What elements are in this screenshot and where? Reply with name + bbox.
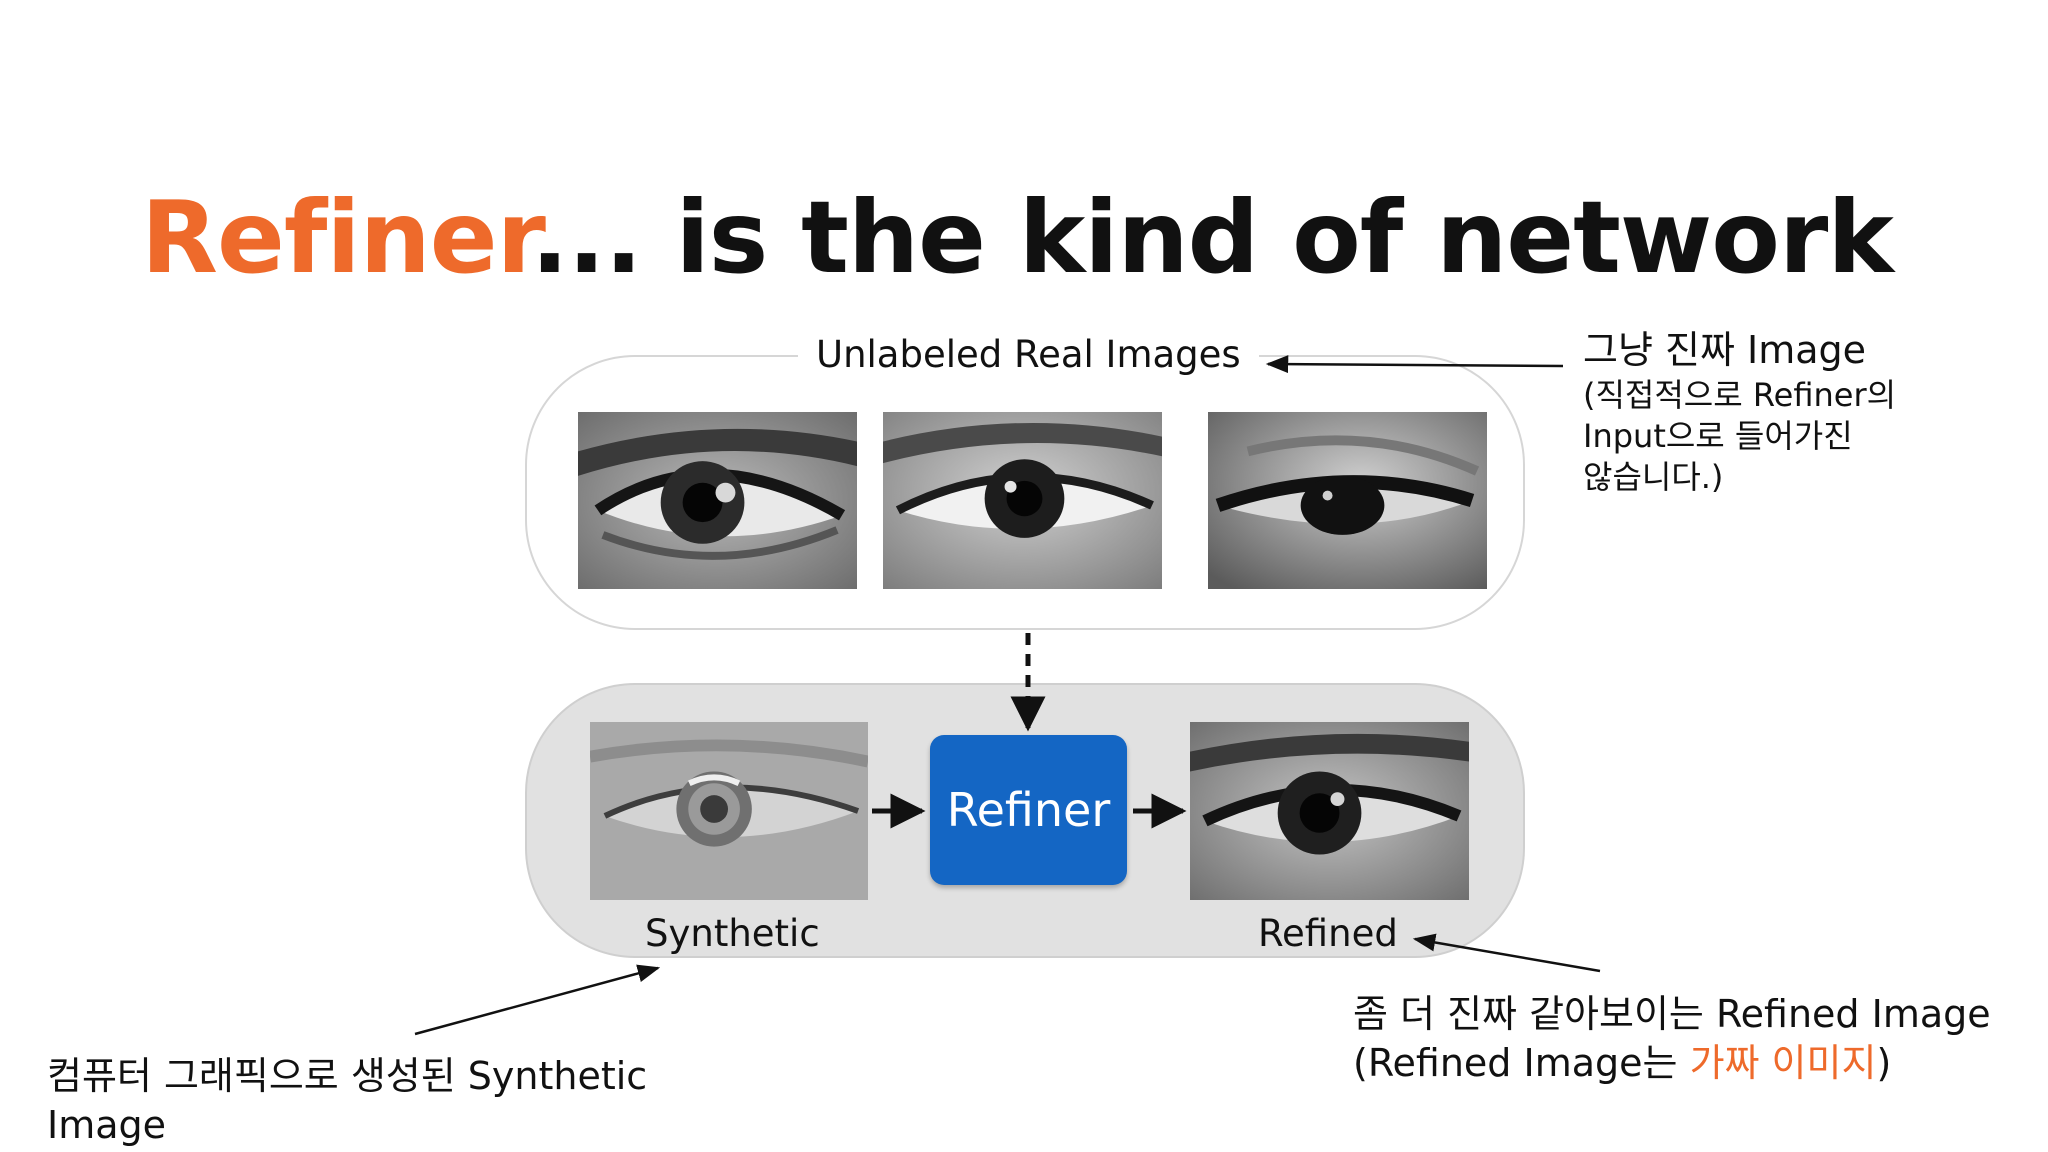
note-synthetic-line-1: 컴퓨터 그래픽으로 생성된 Synthetic — [47, 1054, 648, 1098]
note-refined-line-2: (Refined Image는 가짜 이미지) — [1353, 1039, 1991, 1088]
synthetic-label: Synthetic — [645, 912, 820, 955]
note-real-images: 그냥 진짜 Image (직접적으로 Refiner의 Input으로 들어가진… — [1583, 326, 1896, 497]
synthetic-eye-image — [590, 722, 868, 900]
note-refined-accent: 가짜 이미지 — [1689, 1040, 1877, 1085]
note-real-line-3: Input으로 들어가진 — [1583, 416, 1853, 455]
eye-photo-graphic — [578, 412, 857, 589]
note-synthetic-image: 컴퓨터 그래픽으로 생성된 Synthetic Image — [47, 1052, 647, 1149]
title-rest: ... is the kind of network — [530, 179, 1894, 296]
note-synthetic-pointer-arrow — [414, 964, 661, 1036]
title-accent: Refiner — [141, 179, 532, 296]
eye-photo-graphic — [1190, 722, 1469, 900]
note-synthetic-line-2: Image — [47, 1102, 167, 1147]
real-eye-image-2 — [883, 412, 1162, 589]
eye-photo-graphic — [1208, 412, 1487, 589]
real-eye-image-1 — [578, 412, 857, 589]
refined-label: Refined — [1258, 912, 1398, 955]
slide-title: Refiner... is the kind of network — [141, 178, 1894, 298]
refined-eye-image — [1190, 722, 1469, 900]
note-refined-line-1: 좀 더 진짜 같아보이는 Refined Image — [1353, 992, 1991, 1036]
real-eye-image-3 — [1208, 412, 1487, 589]
note-real-line-2: (직접적으로 Refiner의 — [1583, 375, 1897, 414]
refiner-block: Refiner — [930, 735, 1127, 885]
note-real-line-1: 그냥 진짜 Image — [1583, 328, 1867, 372]
real-images-label: Unlabeled Real Images — [798, 336, 1259, 373]
note-refined-prefix: (Refined Image는 — [1353, 1040, 1690, 1085]
eye-photo-graphic — [883, 412, 1162, 589]
note-refined-suffix: ) — [1876, 1040, 1892, 1085]
note-refined-image: 좀 더 진짜 같아보이는 Refined Image (Refined Imag… — [1353, 990, 1991, 1087]
eye-render-graphic — [590, 722, 868, 900]
note-real-line-4: 않습니다.) — [1583, 457, 1724, 496]
